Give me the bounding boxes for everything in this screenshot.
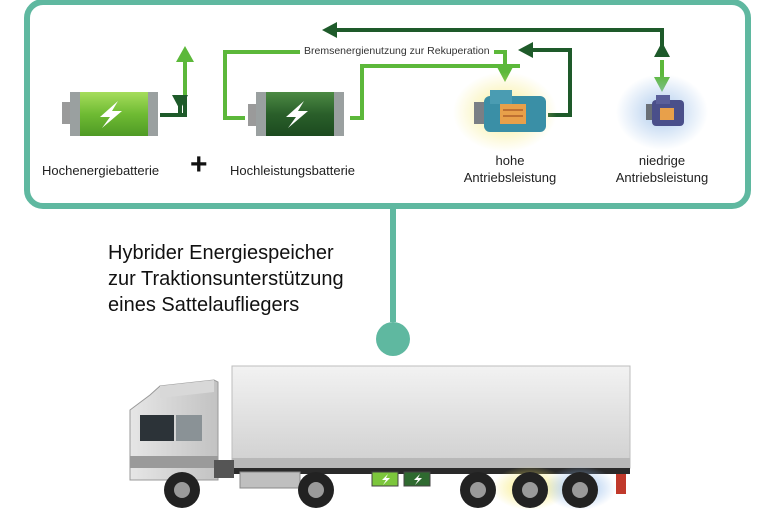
headline: Hybrider Energiespeicher zur Traktionsun… <box>108 240 344 318</box>
truck-illustration <box>129 365 631 510</box>
high-energy-battery-icon <box>62 92 158 136</box>
connector-dot <box>376 322 410 356</box>
low-motor-label-line1: niedrige <box>638 153 686 168</box>
low-motor-icon <box>646 95 684 126</box>
high-motor-label-line2: Antriebsleistung <box>463 170 557 185</box>
arrow-head-left-high <box>518 42 533 58</box>
diagram-frame <box>24 0 751 209</box>
high-motor-label: hohe Antriebsleistung <box>440 152 580 186</box>
plus-sign: + <box>190 148 208 181</box>
regeneration-flow-label: Bremsenergienutzung zur Rekuperation <box>300 45 494 57</box>
high-motor-label-line1: hohe <box>495 153 525 168</box>
trailer-body <box>231 365 631 469</box>
headline-line3: eines Sattelaufliegers <box>108 294 300 316</box>
hp-battery-loop <box>223 50 507 120</box>
high-energy-battery-label: Hochenergiebatterie <box>42 163 160 178</box>
arrow-head-up-low-motor <box>654 42 670 57</box>
headline-line2: zur Traktionsunterstützung <box>108 268 344 290</box>
hp-battery-out-arrow <box>350 64 520 120</box>
low-motor-label-line2: Antriebsleistung <box>615 170 709 185</box>
high-power-battery-icon <box>248 92 344 136</box>
high-motor-icon <box>474 90 546 132</box>
high-motor-dark-loop <box>530 48 572 117</box>
arrow-head-up-he <box>176 46 194 62</box>
low-motor-label: niedrige Antriebsleistung <box>592 152 732 186</box>
high-power-battery-label: Hochleistungsbatterie <box>230 163 356 178</box>
arrow-head-left <box>322 22 337 38</box>
headline-line1: Hybrider Energiespeicher <box>108 242 334 264</box>
arrow-head-down-he <box>172 95 188 110</box>
